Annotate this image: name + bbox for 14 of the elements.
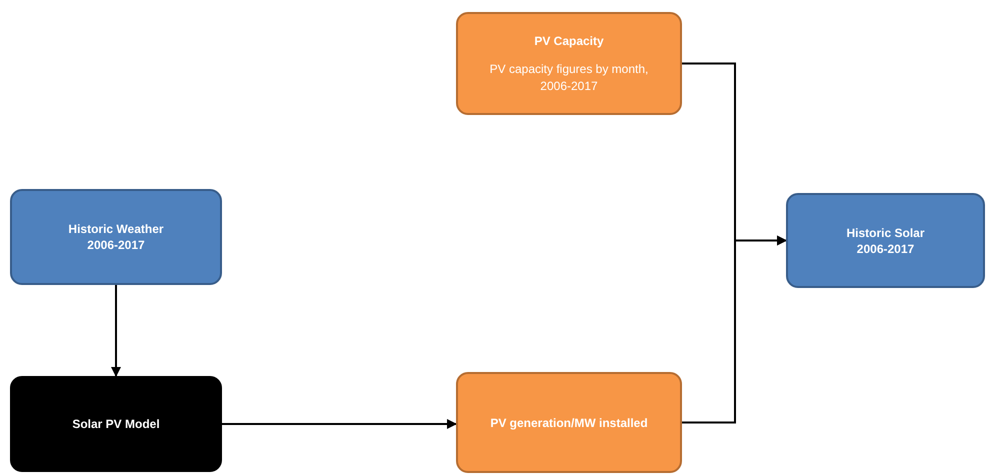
box-title: PV generation/MW installed: [490, 414, 648, 430]
model-box: [10, 376, 222, 472]
process-box: [456, 12, 682, 115]
arrow: [111, 285, 121, 377]
box-title: Historic Solar 2006-2017: [845, 224, 926, 256]
arrow: [222, 419, 457, 429]
box-title: PV Capacity: [534, 32, 604, 48]
data-box: [10, 189, 222, 285]
data-box: [786, 193, 985, 288]
arrow: [682, 236, 787, 424]
process-box: [456, 372, 682, 473]
box-title: Solar PV Model: [72, 416, 160, 432]
box-title: Historic Weather 2006-2017: [67, 221, 165, 253]
box-description: PV capacity figures by month, 2006-2017: [488, 60, 650, 94]
